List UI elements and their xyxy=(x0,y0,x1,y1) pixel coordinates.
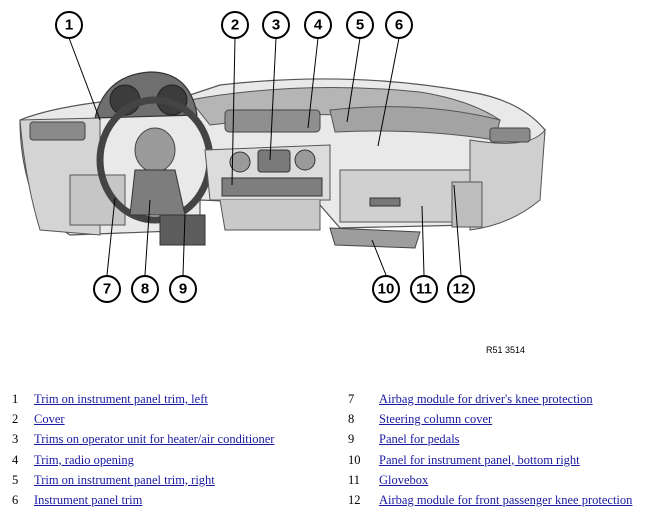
legend-number: 1 xyxy=(12,392,19,406)
callout-11-circle xyxy=(410,275,438,303)
callout-3-circle xyxy=(262,11,290,39)
leader-11 xyxy=(421,205,425,276)
lower-right-panel xyxy=(329,227,421,249)
callout-1-circle xyxy=(55,11,83,39)
dashboard-illustration xyxy=(19,71,546,249)
leader-2 xyxy=(231,37,236,186)
leader-4 xyxy=(307,37,319,129)
dashboard-diagram: 1 2 3 4 5 6 7 8 9 10 11 12 xyxy=(19,11,546,303)
callout-7: 7 xyxy=(103,281,111,298)
legend-number: 9 xyxy=(348,432,355,447)
legend-link[interactable]: Cover xyxy=(34,412,65,427)
leader-5 xyxy=(346,37,361,123)
console-cover xyxy=(221,177,323,197)
callout-10: 10 xyxy=(378,281,395,298)
legend-link[interactable]: Trim on instrument panel trim, right xyxy=(34,472,215,487)
leader-12 xyxy=(453,184,462,276)
callout-6-circle xyxy=(385,11,413,39)
callout-6: 6 xyxy=(395,17,403,34)
leader-10 xyxy=(371,239,387,276)
legend-item: 5 Trim on instrument panel trim, right xyxy=(12,471,274,491)
legend-item: 9 Panel for pedals xyxy=(348,430,632,450)
legend-link[interactable]: Trims on operator unit for heater/air co… xyxy=(34,432,275,447)
legend-left-column: 1 Trim on instrument panel trim, left 2 Co… xyxy=(12,390,274,511)
legend-link[interactable]: Airbag module for driver's knee protecti… xyxy=(379,392,593,406)
callout-2: 2 xyxy=(231,17,239,34)
steering-column-cover xyxy=(129,169,186,216)
right-vent xyxy=(489,127,531,143)
legend-link[interactable]: Steering column cover xyxy=(379,412,493,427)
legend-link[interactable]: Airbag module for front passenger knee p… xyxy=(379,492,633,507)
legend-item: 8 Steering column cover xyxy=(348,410,632,430)
callout-2-circle xyxy=(221,11,249,39)
legend-number: 3 xyxy=(12,432,19,447)
legend-link[interactable]: Instrument panel trim xyxy=(34,492,143,507)
callout-4: 4 xyxy=(314,17,323,34)
legend-number: 5 xyxy=(12,472,19,487)
legend-link[interactable]: Panel for instrument panel, bottom right xyxy=(379,452,580,467)
legend-item: 12 Airbag module for front passenger knee… xyxy=(348,491,632,511)
glovebox-handle xyxy=(369,197,401,207)
legend-number: 2 xyxy=(12,412,19,427)
legend-number: 11 xyxy=(348,472,361,487)
leader-7 xyxy=(106,197,116,276)
legend-item: 6 Instrument panel trim xyxy=(12,491,274,511)
callout-5: 5 xyxy=(356,17,364,34)
callouts-top: 1 2 3 4 5 6 xyxy=(55,11,413,39)
callouts-bottom: 7 8 9 10 11 12 xyxy=(93,275,475,303)
callout-9-circle xyxy=(169,275,197,303)
steering-hub xyxy=(134,127,176,173)
leader-lines xyxy=(68,37,462,276)
legend-item: 1 Trim on instrument panel trim, left xyxy=(12,390,274,410)
leader-3 xyxy=(269,37,277,161)
reference-code: R51 3514 xyxy=(486,345,526,355)
callout-10-circle xyxy=(372,275,400,303)
pedal-panel xyxy=(159,214,206,246)
legend-item: 11 Glovebox xyxy=(348,471,632,491)
legend-number: 7 xyxy=(348,392,355,406)
callout-4-circle xyxy=(304,11,332,39)
leader-9 xyxy=(182,214,186,276)
callout-9: 9 xyxy=(179,281,187,298)
legend-number: 12 xyxy=(348,492,361,507)
callout-8-circle xyxy=(131,275,159,303)
right-outer-panel xyxy=(469,128,546,231)
legend-item: 3 Trims on operator unit for heater/air c… xyxy=(12,430,274,450)
callout-11: 11 xyxy=(416,281,432,298)
legend-number: 8 xyxy=(348,412,355,427)
control-knob-right xyxy=(294,149,316,171)
glovebox xyxy=(339,169,471,223)
callout-8: 8 xyxy=(141,281,149,298)
legend-link[interactable]: Trim on instrument panel trim, left xyxy=(34,392,208,406)
legend-item: 7 Airbag module for driver's knee protect… xyxy=(348,390,632,410)
left-vent xyxy=(29,121,86,141)
callout-7-circle xyxy=(93,275,121,303)
callout-1: 1 xyxy=(65,17,73,34)
legend-link[interactable]: Panel for pedals xyxy=(379,432,460,447)
leader-8 xyxy=(144,199,151,276)
center-support xyxy=(219,199,321,231)
legend-number: 10 xyxy=(348,452,361,467)
control-knob-left xyxy=(229,151,251,173)
callout-5-circle xyxy=(346,11,374,39)
heater-operator-unit xyxy=(257,149,291,173)
callout-12: 12 xyxy=(453,281,470,298)
legend-item: 4 Trim, radio opening xyxy=(12,451,274,471)
legend-item: 2 Cover xyxy=(12,410,274,430)
legend-link[interactable]: Glovebox xyxy=(379,472,429,487)
leader-6 xyxy=(377,37,400,147)
callout-3: 3 xyxy=(272,17,280,34)
legend-right-column: 7 Airbag module for driver's knee protect… xyxy=(348,390,632,511)
legend-item: 10 Panel for instrument panel, bottom rig… xyxy=(348,451,632,471)
legend-link[interactable]: Trim, radio opening xyxy=(34,452,134,467)
leader-1 xyxy=(68,37,101,121)
legend-number: 4 xyxy=(12,452,19,467)
callout-12-circle xyxy=(447,275,475,303)
legend-number: 6 xyxy=(12,492,19,507)
